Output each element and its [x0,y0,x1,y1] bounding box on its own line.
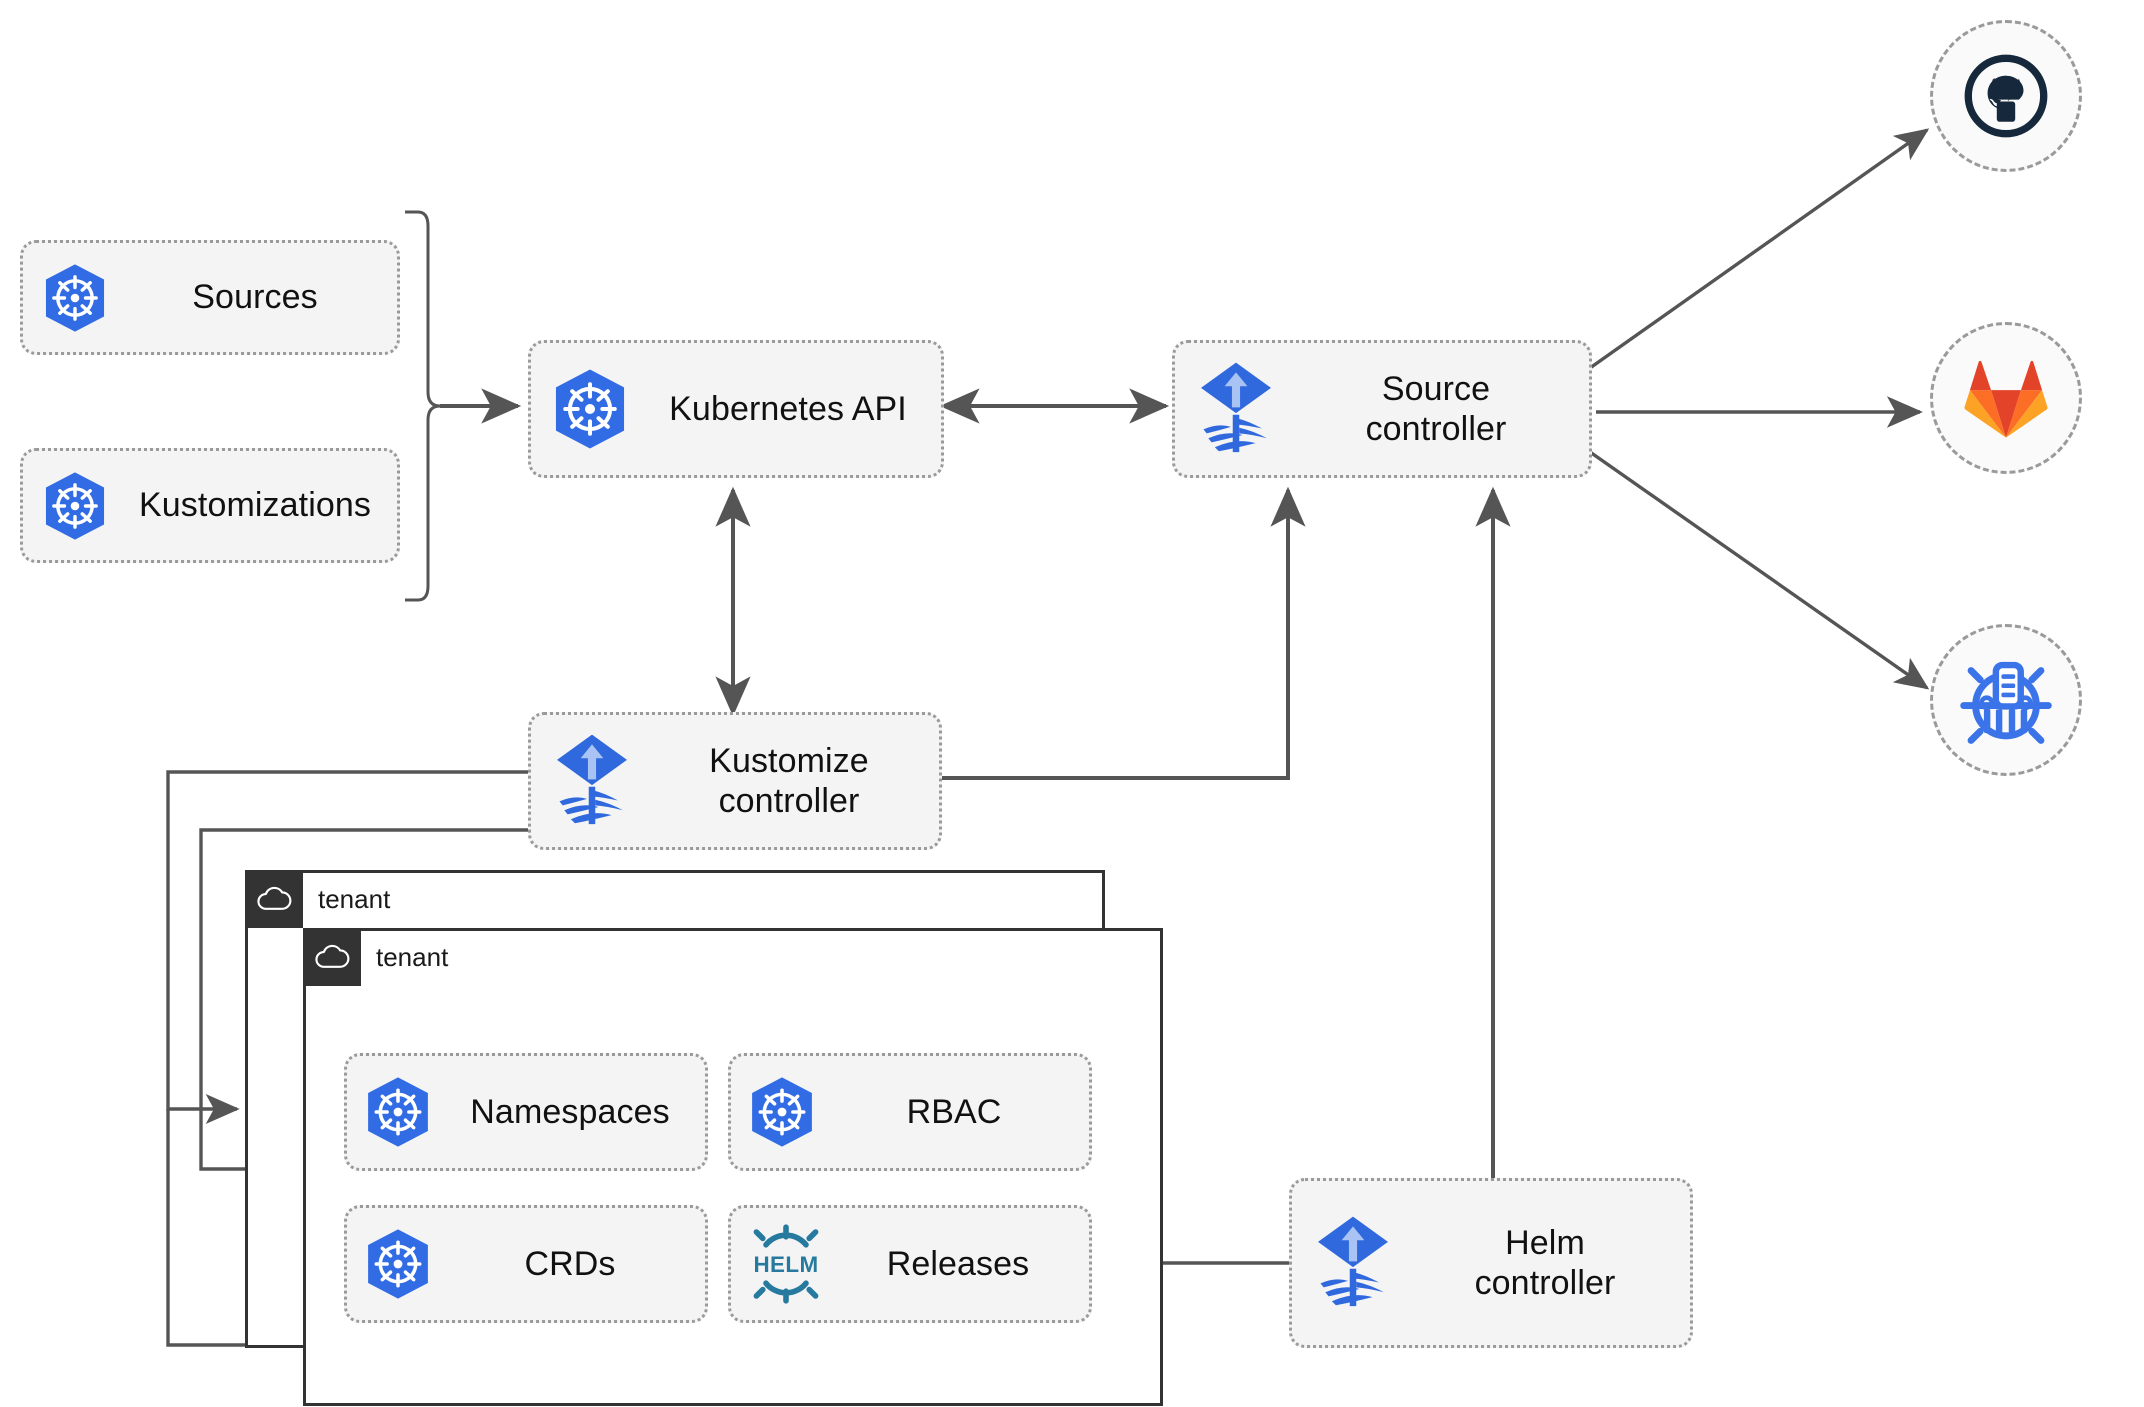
node-kustomizations[interactable]: Kustomizations [20,448,400,563]
node-crds[interactable]: CRDs [344,1205,708,1323]
node-helm-controller-label: Helm controller [1474,1223,1616,1302]
node-kustomize-controller-label: Kustomize controller [709,741,869,820]
node-namespaces-label: Namespaces [470,1092,670,1131]
kubernetes-icon [731,1076,833,1148]
node-crds-label: CRDs [524,1244,616,1283]
node-rbac[interactable]: RBAC [728,1053,1092,1171]
edge-sourcecontroller-github [1589,128,1930,370]
github-icon [1964,54,2048,138]
kubernetes-icon [23,263,127,333]
kubernetes-icon [347,1228,449,1300]
tenant-front-tab [303,928,361,986]
node-kustomize-controller[interactable]: Kustomize controller [528,712,942,850]
tenant-back-title: tenant [318,883,391,914]
node-kubernetes-api-label: Kubernetes API [669,389,907,428]
node-releases[interactable]: HELM Releases [728,1205,1092,1323]
node-rbac-label: RBAC [906,1092,1002,1131]
node-namespaces[interactable]: Namespaces [344,1053,708,1171]
node-kustomizations-label: Kustomizations [139,486,371,525]
helm-icon: HELM [731,1224,841,1304]
kubernetes-icon [23,471,127,541]
endpoint-github[interactable] [1930,20,2082,172]
kubernetes-icon [347,1076,449,1148]
edge-kustomize-sourcecontroller [942,486,1306,780]
tenant-back-tab [245,870,303,928]
node-source-controller[interactable]: Source controller [1172,340,1592,478]
tenant-front-title: tenant [376,941,449,972]
node-sources[interactable]: Sources [20,240,400,355]
edge-tenant-stack-bottom [166,1109,245,1347]
endpoint-gitlab[interactable] [1930,322,2082,474]
svg-text:HELM: HELM [753,1252,818,1277]
tenant-front[interactable]: tenant Namespaces [303,928,1163,1406]
flux-icon [1292,1215,1414,1311]
flux-icon [1175,361,1297,457]
edge-sourcecontroller-registry [1589,450,1930,690]
cloud-icon [245,886,303,912]
gitlab-icon [1964,360,2048,438]
endpoint-helm-registry[interactable] [1930,624,2082,776]
node-releases-label: Releases [886,1244,1030,1283]
kubernetes-icon [531,368,649,450]
flux-icon [531,733,653,829]
helm-registry-icon [1960,661,2052,744]
node-source-controller-label: Source controller [1365,369,1507,448]
node-helm-controller[interactable]: Helm controller [1289,1178,1693,1348]
cloud-icon [303,944,361,970]
edge-resources-brace [405,210,441,602]
node-kubernetes-api[interactable]: Kubernetes API [528,340,944,478]
node-sources-label: Sources [192,278,318,317]
